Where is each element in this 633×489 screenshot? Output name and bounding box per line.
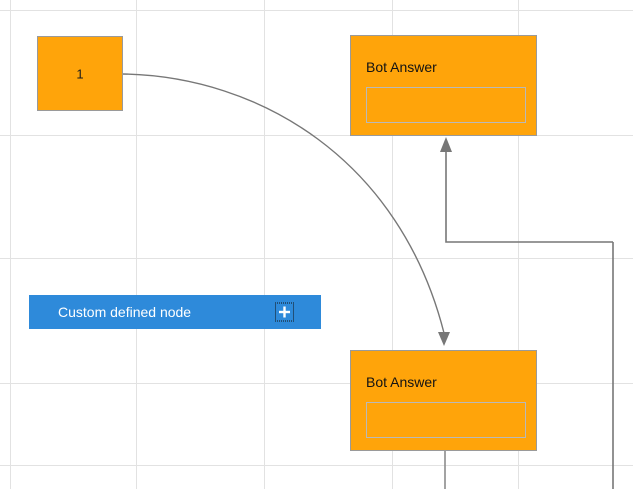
node-answer-slot[interactable] xyxy=(366,87,526,123)
connector-curved-node1-to-bot-bottom[interactable] xyxy=(121,73,450,346)
arrowhead-down-icon xyxy=(438,332,450,346)
node-answer-slot[interactable] xyxy=(366,402,526,438)
custom-defined-node-label: Custom defined node xyxy=(58,304,192,320)
node-title: Bot Answer xyxy=(366,374,437,390)
plus-icon[interactable] xyxy=(275,302,294,322)
node-1-label: 1 xyxy=(76,66,84,81)
node-bot-answer-bottom[interactable]: Bot Answer xyxy=(350,350,537,451)
arrowhead-up-icon xyxy=(440,137,452,152)
node-bot-answer-top[interactable]: Bot Answer xyxy=(350,35,537,136)
connector-orthogonal-to-bot-top[interactable] xyxy=(440,137,614,489)
node-1[interactable]: 1 xyxy=(37,36,123,111)
custom-defined-node-bar[interactable]: Custom defined node xyxy=(29,295,321,329)
node-title: Bot Answer xyxy=(366,59,437,75)
